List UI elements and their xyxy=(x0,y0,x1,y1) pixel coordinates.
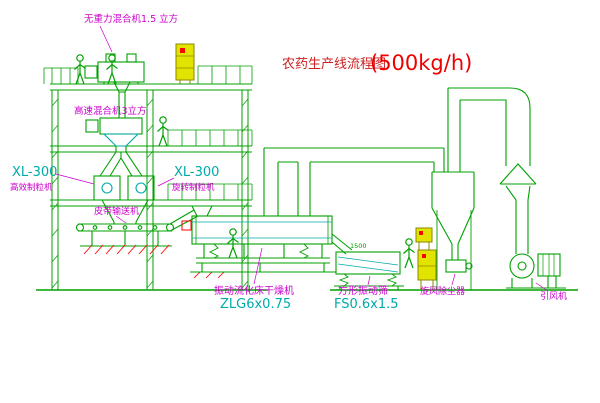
worker-figure xyxy=(73,54,87,85)
label-granulator-mid-model: XL-300 xyxy=(174,165,219,180)
label-granulator-left-model: XL-300 xyxy=(12,165,57,180)
induced-draft-fan xyxy=(506,253,566,289)
indicator-light xyxy=(180,48,185,53)
dryer-foundation-hatch xyxy=(193,271,225,279)
label-granulator-left-name: 高效制粒机 xyxy=(10,182,53,193)
vibrating-sieve xyxy=(331,233,404,290)
label-sieve-model: FS0.6x1.5 xyxy=(334,297,399,312)
fluid-bed-dryer xyxy=(190,205,336,273)
label-cyclone: 旋风除尘器 xyxy=(420,285,465,297)
worker-figure xyxy=(105,54,119,85)
foundation-hatch xyxy=(83,244,170,255)
worker-figure xyxy=(402,238,416,269)
diagram-title: 农药生产线流程图 xyxy=(282,57,386,72)
label-belt-conveyor: 皮带输送机 xyxy=(94,205,139,217)
stack-cap xyxy=(499,163,537,254)
support-structure xyxy=(36,65,578,291)
cyclone-separator xyxy=(431,171,475,290)
gravity-mixer xyxy=(84,53,145,118)
label-dryer-model: ZLG6x0.75 xyxy=(220,297,291,312)
control-cabinet-tall xyxy=(417,249,437,290)
diagram-title-capacity: (500kg/h) xyxy=(370,51,472,75)
granulators xyxy=(93,175,155,224)
exhaust-duct xyxy=(263,87,537,254)
control-cabinet-top xyxy=(175,43,195,84)
label-gravity-mixer: 无重力混合机1.5 立方 xyxy=(84,13,178,25)
label-dryer-name: 振动流化床干燥机 xyxy=(214,284,294,297)
label-granulator-mid-name: 旋转制粒机 xyxy=(172,182,215,193)
indicator-light xyxy=(422,254,426,258)
control-cabinet-small xyxy=(415,227,433,250)
belt-conveyor xyxy=(75,209,199,247)
label-sieve-name: 方形振动筛 xyxy=(338,284,388,297)
worker-figure xyxy=(226,228,240,259)
indicator-light xyxy=(419,231,423,235)
leader-lines xyxy=(55,25,549,292)
label-fan: 引风机 xyxy=(540,290,567,302)
worker-figure xyxy=(156,116,170,147)
dryer-inlet-marker xyxy=(181,220,192,231)
high-speed-mixer xyxy=(85,117,143,177)
label-high-speed-mixer: 高速混合机3立方 xyxy=(74,105,147,117)
dimension-sieve-feed: 1500 xyxy=(350,242,367,250)
